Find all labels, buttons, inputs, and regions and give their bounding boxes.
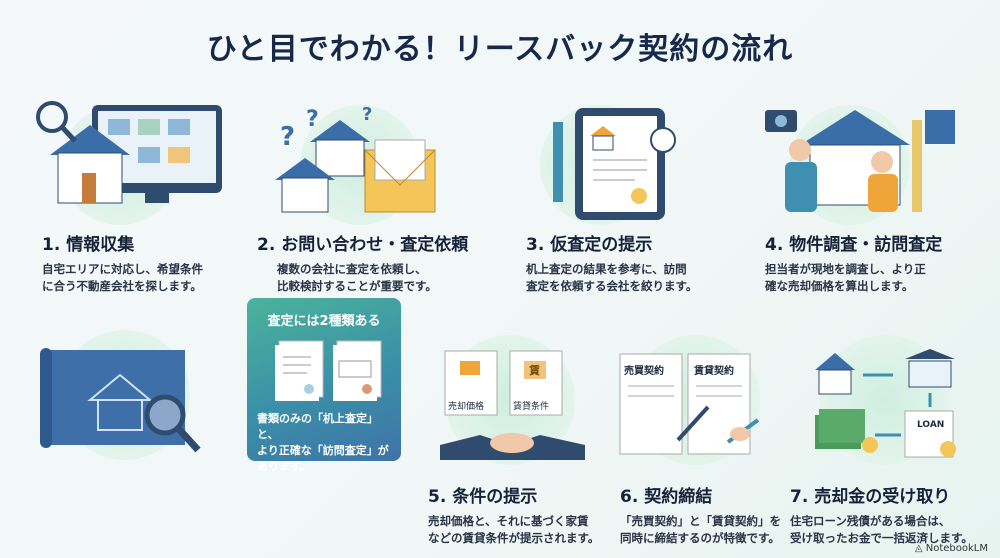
step-desc-line: 売却価格と、それに基づく家賃 bbox=[428, 514, 589, 528]
notebooklm-logo-icon: ◬ bbox=[914, 543, 926, 554]
brand-label: NotebookLM bbox=[925, 543, 988, 554]
note-line: あります。 bbox=[257, 460, 311, 473]
step-heading: 5. 条件の提示 bbox=[428, 487, 538, 507]
step-heading: 7. 売却金の受け取り bbox=[790, 487, 951, 507]
rent-terms-doc-label: 賃貸条件 bbox=[513, 402, 550, 412]
step-desc-line: 比較検討することが重要です。 bbox=[277, 279, 437, 293]
step-desc-line: 「売買契約」と「賃貸契約」を bbox=[620, 514, 781, 528]
step-6: 6. 契約締結「売買契約」と「賃貸契約」を同時に締結するのが特徴です。 bbox=[620, 482, 850, 547]
note-line: より正確な「訪問査定」が bbox=[257, 444, 389, 457]
blueprint-magnifier-icon bbox=[40, 348, 201, 453]
step-desc-line: 机上査定の結果を参考に、訪問 bbox=[526, 262, 687, 276]
step-heading: 4. 物件調査・訪問査定 bbox=[765, 235, 943, 255]
step-heading: 6. 契約締結 bbox=[620, 487, 713, 507]
loan-label: LOAN bbox=[917, 420, 945, 430]
contract-pen-icon bbox=[619, 353, 760, 455]
step-2: 2. お問い合わせ・査定依頼複数の会社に査定を依頼し、比較検討することが重要です… bbox=[257, 230, 487, 295]
notebooklm-brand: ◬ NotebookLM bbox=[915, 543, 988, 554]
step-3: 3. 仮査定の提示机上査定の結果を参考に、訪問査定を依頼する会社を絞ります。 bbox=[526, 230, 756, 295]
inquiry-envelope-icon: ??? bbox=[275, 104, 436, 213]
documents-icon bbox=[275, 340, 382, 401]
step-desc-line: に合う不動産会社を探します。 bbox=[42, 279, 202, 293]
step-heading: 1. 情報収集 bbox=[42, 235, 135, 255]
lease-contract-label: 賃貸契約 bbox=[694, 366, 734, 377]
inspection-people-icon bbox=[765, 110, 955, 212]
rent-sign-label: 賃 bbox=[529, 364, 540, 377]
step-5: 5. 条件の提示売却価格と、それに基づく家賃などの賃貸条件が提示されます。 bbox=[428, 482, 658, 547]
page-title: ひと目でわかる！リースバック契約の流れ bbox=[206, 32, 794, 67]
step-desc-line: 自宅エリアに対応し、希望条件 bbox=[42, 262, 203, 276]
price-doc-label: 売却価格 bbox=[448, 402, 485, 412]
svg-text:?: ? bbox=[306, 107, 319, 132]
bank-loan-icon bbox=[815, 349, 956, 458]
step-desc-line: 担当者が現地を調査し、より正 bbox=[765, 262, 926, 276]
sale-contract-label: 売買契約 bbox=[624, 366, 664, 377]
step-7: 7. 売却金の受け取り住宅ローン残債がある場合は、受け取ったお金で一括返済します… bbox=[790, 482, 1000, 547]
step-desc-line: 複数の会社に査定を依頼し、 bbox=[277, 262, 427, 276]
step-desc-line: 確な売却価格を算出します。 bbox=[765, 279, 914, 293]
step-desc-line: 査定を依頼する会社を絞ります。 bbox=[526, 279, 698, 293]
tablet-report-icon bbox=[553, 108, 676, 220]
svg-text:?: ? bbox=[280, 122, 295, 152]
step-desc-line: 受け取ったお金で一括返済します。 bbox=[790, 531, 973, 545]
step-desc-line: などの賃貸条件が提示されます。 bbox=[428, 531, 600, 545]
note-line: 書類のみの「机上査定」と、 bbox=[257, 412, 378, 441]
step-desc-line: 住宅ローン残債がある場合は、 bbox=[790, 514, 951, 528]
appraisal-types-note: 査定には2種類ある 書類のみの「机上査定」と、 より正確な「訪問査定」が ありま… bbox=[247, 298, 401, 473]
note-title: 査定には2種類ある bbox=[267, 314, 381, 329]
svg-text:?: ? bbox=[362, 104, 372, 125]
step-4: 4. 物件調査・訪問査定担当者が現地を調査し、より正確な売却価格を算出します。 bbox=[765, 230, 995, 295]
handshake-icon bbox=[440, 350, 585, 460]
house-monitor-icon bbox=[36, 101, 222, 204]
step-heading: 2. お問い合わせ・査定依頼 bbox=[257, 235, 469, 255]
step-1: 1. 情報収集自宅エリアに対応し、希望条件に合う不動産会社を探します。 bbox=[42, 230, 272, 295]
step-desc-line: 同時に締結するのが特徴です。 bbox=[620, 531, 780, 545]
step-heading: 3. 仮査定の提示 bbox=[526, 235, 653, 255]
